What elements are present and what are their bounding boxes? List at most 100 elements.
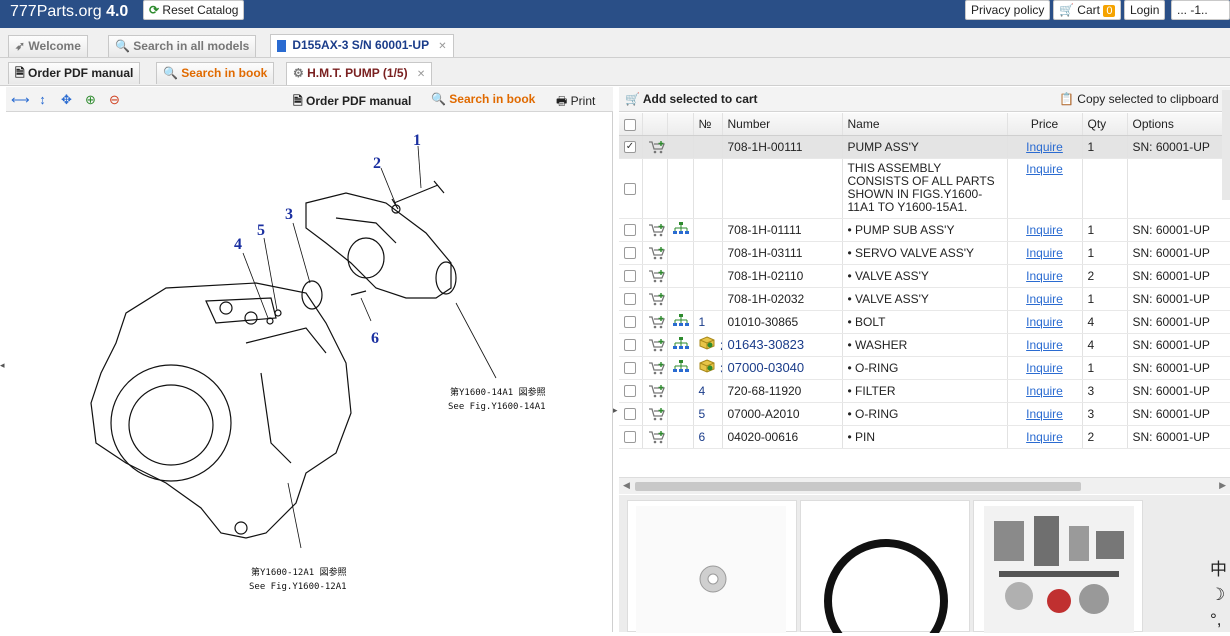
scrollbar-thumb[interactable] xyxy=(635,482,1081,491)
row-checkbox[interactable] xyxy=(624,362,636,375)
inquire-link[interactable]: Inquire xyxy=(1026,314,1063,329)
add-to-cart-icon[interactable] xyxy=(648,140,666,154)
close-icon[interactable]: ✕ xyxy=(438,41,447,52)
table-row[interactable]: 5 07000-A2010 • O-RING Inquire 3 SN: 600… xyxy=(619,402,1230,426)
number-column-header[interactable]: Number xyxy=(722,113,843,136)
search-book-link[interactable]: 🔍 Search in book xyxy=(431,92,535,106)
position-column-header[interactable]: № xyxy=(693,113,723,136)
gallery-item-o-ring[interactable] xyxy=(800,500,970,636)
row-checkbox[interactable] xyxy=(624,408,636,421)
brand-logo[interactable]: 777Parts.org 4.0 xyxy=(10,3,128,21)
table-row[interactable]: 2 01643-30823 • WASHER Inquire 4 SN: 600… xyxy=(619,333,1230,357)
row-checkbox[interactable] xyxy=(624,339,636,352)
add-selected-to-cart-button[interactable]: 🛒 Add selected to cart xyxy=(625,92,758,106)
table-row[interactable]: 708-1H-01111 • PUMP SUB ASS'Y Inquire 1 … xyxy=(619,218,1230,242)
inquire-link[interactable]: Inquire xyxy=(1026,222,1063,237)
inquire-link[interactable]: Inquire xyxy=(1026,429,1063,444)
sitemap-icon[interactable] xyxy=(672,313,689,327)
table-row[interactable]: 708-1H-02032 • VALVE ASS'Y Inquire 1 SN:… xyxy=(619,287,1230,311)
side-glyph-3[interactable]: °, xyxy=(1210,610,1222,629)
tab-search-all-models[interactable]: 🔍 Search in all models xyxy=(108,35,257,57)
table-row[interactable]: 708-1H-03111 • SERVO VALVE ASS'Y Inquire… xyxy=(619,241,1230,265)
row-checkbox[interactable] xyxy=(624,431,636,444)
add-to-cart-icon[interactable] xyxy=(648,292,666,306)
qty-column-header[interactable]: Qty xyxy=(1082,113,1128,136)
fit-width-icon[interactable]: ⟷ xyxy=(11,92,30,107)
inquire-link[interactable]: Inquire xyxy=(1026,406,1063,421)
sitemap-icon[interactable] xyxy=(672,359,689,373)
add-to-cart-icon[interactable] xyxy=(648,361,666,375)
login-button[interactable]: Login xyxy=(1124,0,1166,20)
tab-hmt-pump[interactable]: ⚙ H.M.T. PUMP (1/5) ✕ xyxy=(286,62,433,85)
zoom-out-icon[interactable]: ⊖ xyxy=(109,92,120,107)
add-to-cart-icon[interactable] xyxy=(648,338,666,352)
package-icon[interactable] xyxy=(699,336,715,350)
parts-diagram[interactable]: 1 2 3 4 5 6 第Y1600-14A1 図参照 See Fig.Y160… xyxy=(6,113,612,632)
inquire-link[interactable]: Inquire xyxy=(1026,360,1063,375)
select-all-header[interactable] xyxy=(619,113,643,136)
inquire-link[interactable]: Inquire xyxy=(1026,268,1063,283)
row-checkbox[interactable] xyxy=(624,247,636,260)
table-row[interactable]: 6 04020-00616 • PIN Inquire 2 SN: 60001-… xyxy=(619,425,1230,449)
scroll-left-arrow[interactable]: ◀ xyxy=(623,480,630,490)
left-collapse-handle[interactable]: ◂ xyxy=(0,360,5,370)
options-column-header[interactable]: Options xyxy=(1127,113,1230,136)
copy-to-clipboard-button[interactable]: 📋 Copy selected to clipboard xyxy=(1059,92,1219,106)
close-icon[interactable]: ✕ xyxy=(416,69,426,80)
add-to-cart-icon[interactable] xyxy=(648,246,666,260)
row-checkbox[interactable] xyxy=(624,270,636,283)
part-number-cell[interactable]: 708-1H-02032 xyxy=(722,287,843,311)
fit-all-icon[interactable]: ✥ xyxy=(61,92,72,107)
package-icon[interactable] xyxy=(699,359,715,373)
table-row[interactable]: 4 720-68-11920 • FILTER Inquire 3 SN: 60… xyxy=(619,379,1230,403)
inquire-link[interactable]: Inquire xyxy=(1026,383,1063,398)
sitemap-icon[interactable] xyxy=(672,336,689,350)
order-pdf-link[interactable]: 🗎 Order PDF manual xyxy=(293,92,411,113)
inquire-link[interactable]: Inquire xyxy=(1026,337,1063,352)
scroll-right-arrow[interactable]: ▶ xyxy=(1219,480,1226,490)
fit-height-icon[interactable]: ↕ xyxy=(39,92,46,107)
table-row[interactable]: 708-1H-02110 • VALVE ASS'Y Inquire 2 SN:… xyxy=(619,264,1230,288)
part-number-cell[interactable]: 708-1H-00111 xyxy=(722,135,843,159)
side-glyph-1[interactable]: 中 xyxy=(1210,560,1227,579)
row-checkbox[interactable] xyxy=(624,316,636,329)
part-number-cell[interactable]: 708-1H-03111 xyxy=(722,241,843,265)
inquire-link[interactable]: Inquire xyxy=(1026,291,1063,306)
row-checkbox[interactable]: ✓ xyxy=(624,141,636,154)
inquire-link[interactable]: Inquire xyxy=(1026,161,1063,176)
tab-order-pdf[interactable]: 🗎 Order PDF manual xyxy=(8,62,141,84)
inquire-link[interactable]: Inquire xyxy=(1026,139,1063,154)
tab-welcome[interactable]: ➶ Welcome xyxy=(8,35,88,57)
tab-search-book[interactable]: 🔍 Search in book xyxy=(156,62,275,84)
part-number-cell[interactable]: 01643-30823 xyxy=(722,333,843,357)
horizontal-scrollbar[interactable]: ◀ ▶ xyxy=(619,477,1230,494)
row-checkbox[interactable] xyxy=(624,224,636,237)
reset-catalog-button[interactable]: ⟳ Reset Catalog xyxy=(143,0,245,20)
cart-button[interactable]: 🛒 Cart 0 xyxy=(1053,0,1122,20)
row-checkbox[interactable] xyxy=(624,385,636,398)
part-number-cell[interactable]: 720-68-11920 xyxy=(722,379,843,403)
add-to-cart-icon[interactable] xyxy=(648,223,666,237)
add-to-cart-icon[interactable] xyxy=(648,384,666,398)
part-number-cell[interactable]: 07000-03040 xyxy=(722,356,843,380)
part-number-cell[interactable]: 01010-30865 xyxy=(722,310,843,334)
table-row[interactable]: THIS ASSEMBLY CONSISTS OF ALL PARTS SHOW… xyxy=(619,158,1230,219)
add-to-cart-icon[interactable] xyxy=(648,407,666,421)
gallery-item-engine-parts[interactable] xyxy=(973,500,1143,633)
more-menu-button[interactable]: ... -1.. xyxy=(1171,0,1230,20)
select-all-checkbox[interactable] xyxy=(624,118,636,131)
name-column-header[interactable]: Name xyxy=(842,113,1008,136)
part-number-cell[interactable]: 07000-A2010 xyxy=(722,402,843,426)
add-to-cart-icon[interactable] xyxy=(648,430,666,444)
table-row[interactable]: 1 01010-30865 • BOLT Inquire 4 SN: 60001… xyxy=(619,310,1230,334)
add-to-cart-icon[interactable] xyxy=(648,315,666,329)
zoom-in-icon[interactable]: ⊕ xyxy=(85,92,96,107)
side-glyph-2[interactable]: ☽ xyxy=(1210,585,1226,604)
add-to-cart-icon[interactable] xyxy=(648,269,666,283)
gallery-item-washer[interactable] xyxy=(627,500,797,633)
privacy-policy-button[interactable]: Privacy policy xyxy=(965,0,1051,20)
price-column-header[interactable]: Price xyxy=(1007,113,1083,136)
part-number-cell[interactable]: 04020-00616 xyxy=(722,425,843,449)
row-checkbox[interactable] xyxy=(624,293,636,306)
table-row[interactable]: ✓ 708-1H-00111 PUMP ASS'Y Inquire 1 SN: … xyxy=(619,135,1230,159)
